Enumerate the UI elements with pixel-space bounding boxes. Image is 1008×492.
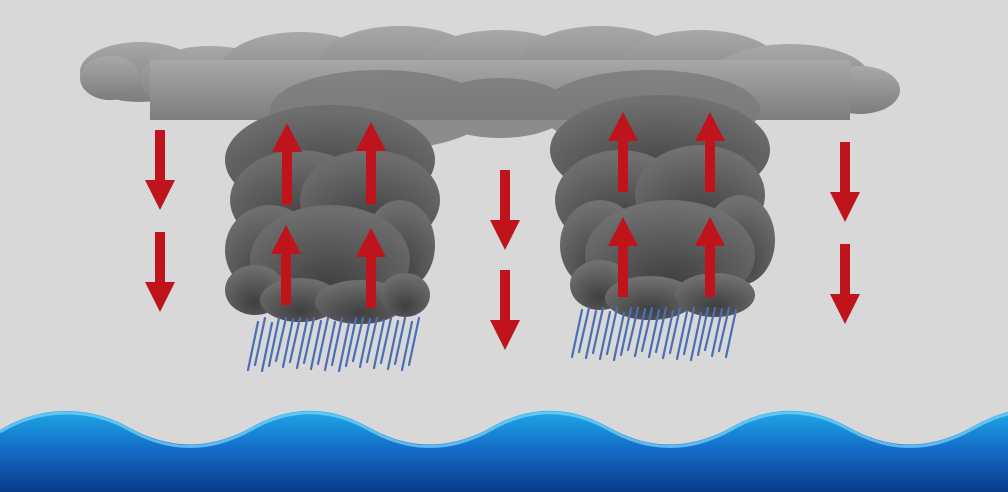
sea-highlight <box>0 411 1008 448</box>
downdraft-arrow-down-icon <box>490 270 520 350</box>
rain-streak <box>675 310 689 361</box>
updraft-arrow-up-icon <box>608 112 638 192</box>
rain-streak <box>605 306 619 356</box>
sea <box>0 410 1008 492</box>
updraft-arrow-up-icon <box>356 228 386 308</box>
updraft-arrow-up-icon <box>695 112 725 192</box>
updraft-arrow-up-icon <box>356 122 386 204</box>
rain-streak <box>274 316 288 363</box>
rain-streak <box>372 318 386 370</box>
rain-streak <box>351 316 365 363</box>
rain-streak <box>386 319 400 371</box>
updraft-arrow-up-icon <box>271 225 301 305</box>
rain-streak <box>717 306 731 353</box>
rain-streak <box>246 320 260 372</box>
rain-streak <box>689 311 703 362</box>
rain-streak <box>365 316 379 364</box>
rain-streak <box>281 317 295 369</box>
rain-streak <box>577 306 591 354</box>
rain-streak <box>260 321 274 373</box>
rain-streak <box>407 316 421 367</box>
updraft-arrows <box>271 112 725 308</box>
updraft-arrow-up-icon <box>272 123 302 205</box>
rain-streak <box>295 318 309 370</box>
rain-streak <box>330 316 344 367</box>
rain-streak <box>393 316 407 366</box>
cloud-tower-right <box>550 95 775 320</box>
rain-streak <box>647 308 661 359</box>
rain-streak <box>640 306 654 353</box>
rain-streak <box>668 306 682 355</box>
rain-streak <box>591 306 605 355</box>
rain-streak <box>344 316 358 368</box>
rain-streak <box>309 319 323 371</box>
rain-streak <box>598 310 612 361</box>
sea-waves <box>0 410 1008 492</box>
rain-streak <box>584 309 598 360</box>
rain-streak <box>710 307 724 358</box>
downdraft-arrow-down-icon <box>830 244 860 324</box>
rain-streak <box>379 316 393 365</box>
updraft-arrow-up-icon <box>608 217 638 297</box>
rain-streak <box>323 320 337 372</box>
downdraft-arrows <box>145 130 860 350</box>
rain-streak <box>619 306 633 357</box>
rain-streak <box>654 306 668 354</box>
rain-streak <box>612 311 626 362</box>
rain-streaks-right <box>570 306 738 362</box>
rain-streak <box>253 316 267 367</box>
downdraft-arrow-down-icon <box>145 232 175 312</box>
rain-streak <box>626 306 640 352</box>
rain-streak <box>400 320 414 372</box>
rain-streak <box>724 308 738 359</box>
rain-streak <box>267 316 281 368</box>
rain-streaks-left <box>246 316 421 373</box>
downdraft-arrow-down-icon <box>145 130 175 210</box>
rain-streak <box>570 308 584 359</box>
cloud-tower-left <box>225 105 440 324</box>
rain-streak <box>337 321 351 373</box>
rain-streak <box>302 316 316 365</box>
rain-streak <box>288 316 302 364</box>
rain-streak <box>633 307 647 358</box>
rain-streak <box>316 316 330 366</box>
downdraft-arrow-down-icon <box>830 142 860 222</box>
rain-streak <box>696 306 710 357</box>
updraft-arrow-up-icon <box>695 217 725 297</box>
downdraft-arrow-down-icon <box>490 170 520 250</box>
rain-streak <box>358 317 372 369</box>
rain-streak <box>661 309 675 360</box>
rain-streak <box>703 306 717 352</box>
rain-streak <box>682 306 696 356</box>
